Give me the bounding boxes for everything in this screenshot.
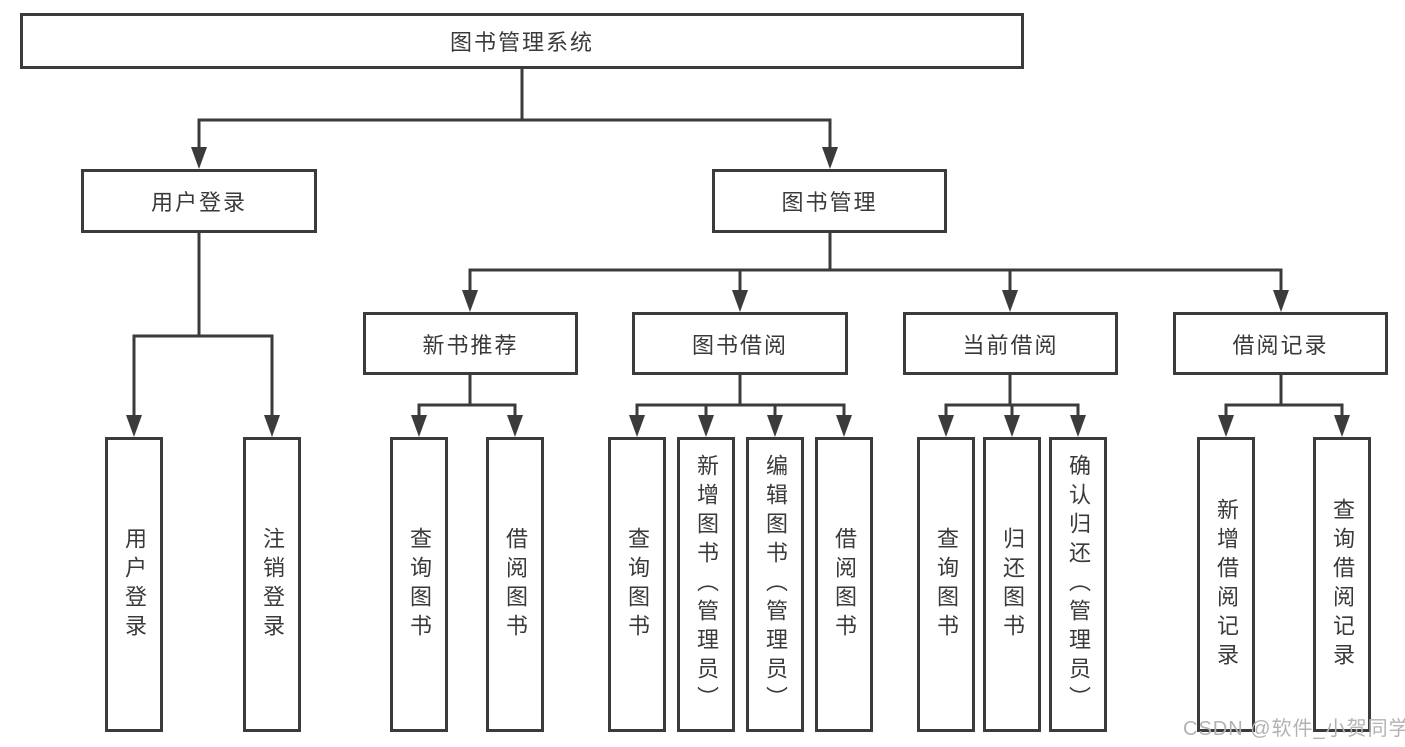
- leaf-label: 注销登录: [260, 526, 285, 643]
- node-book-management: 图书管理: [712, 169, 947, 233]
- node-label: 新书推荐: [422, 332, 519, 358]
- leaf-label: 编辑图书（管理员）: [763, 454, 788, 715]
- root-label: 图书管理系统: [449, 30, 594, 55]
- connector-new-book-recommendation-to-leaves: [411, 375, 523, 437]
- leaf-label: 借阅图书: [832, 526, 857, 643]
- node-new-book-recommendation: 新书推荐: [363, 312, 578, 375]
- node-label: 当前借阅: [962, 332, 1059, 358]
- leaf-confirm-return-admin: 确认归还（管理员）: [1049, 437, 1107, 732]
- leaf-add-books-admin: 新增图书（管理员）: [677, 437, 735, 732]
- node-borrowing-records: 借阅记录: [1173, 312, 1388, 375]
- node-label: 用户登录: [150, 190, 247, 215]
- leaf-label: 新增图书（管理员）: [694, 454, 719, 715]
- node-current-borrowing: 当前借阅: [903, 312, 1118, 375]
- leaf-user-login: 用户登录: [105, 437, 163, 732]
- leaf-label: 查询图书: [625, 526, 650, 643]
- node-library-management-system: 图书管理系统: [20, 13, 1024, 69]
- connector-root-to-level1: [191, 69, 838, 169]
- leaf-label: 查询借阅记录: [1330, 497, 1355, 672]
- leaf-label: 查询图书: [407, 526, 432, 643]
- leaf-label: 借阅图书: [503, 526, 528, 643]
- connector-current-borrowing-to-leaves: [938, 375, 1086, 437]
- node-book-borrowing: 图书借阅: [632, 312, 848, 375]
- connector-borrowing-records-to-leaves: [1218, 375, 1350, 437]
- node-user-login: 用户登录: [81, 169, 317, 233]
- leaf-edit-books-admin: 编辑图书（管理员）: [746, 437, 804, 732]
- leaf-search-books-recommend: 查询图书: [390, 437, 448, 732]
- leaf-borrow-books: 借阅图书: [815, 437, 873, 732]
- leaf-label: 用户登录: [122, 526, 147, 643]
- leaf-label: 查询图书: [934, 526, 959, 643]
- leaf-add-borrow-record: 新增借阅记录: [1197, 437, 1255, 732]
- leaf-logout: 注销登录: [243, 437, 301, 732]
- node-label: 图书借阅: [691, 332, 788, 358]
- leaf-label: 归还图书: [1000, 526, 1025, 643]
- connector-book-borrowing-to-leaves: [629, 375, 852, 437]
- leaf-borrow-books-recommend: 借阅图书: [486, 437, 544, 732]
- node-label: 图书管理: [781, 190, 878, 215]
- leaf-label: 新增借阅记录: [1214, 497, 1239, 672]
- csdn-watermark: CSDN @软件_小贺同学: [1183, 718, 1405, 740]
- node-label: 借阅记录: [1232, 332, 1329, 358]
- leaf-label: 确认归还（管理员）: [1066, 454, 1091, 715]
- leaf-search-books-current: 查询图书: [917, 437, 975, 732]
- leaf-search-borrow-record: 查询借阅记录: [1313, 437, 1371, 732]
- leaf-search-books-borrow: 查询图书: [608, 437, 666, 732]
- connector-book-management-to-level2: [462, 233, 1289, 312]
- leaf-return-books: 归还图书: [983, 437, 1041, 732]
- connector-user-login-to-leaves: [126, 233, 280, 437]
